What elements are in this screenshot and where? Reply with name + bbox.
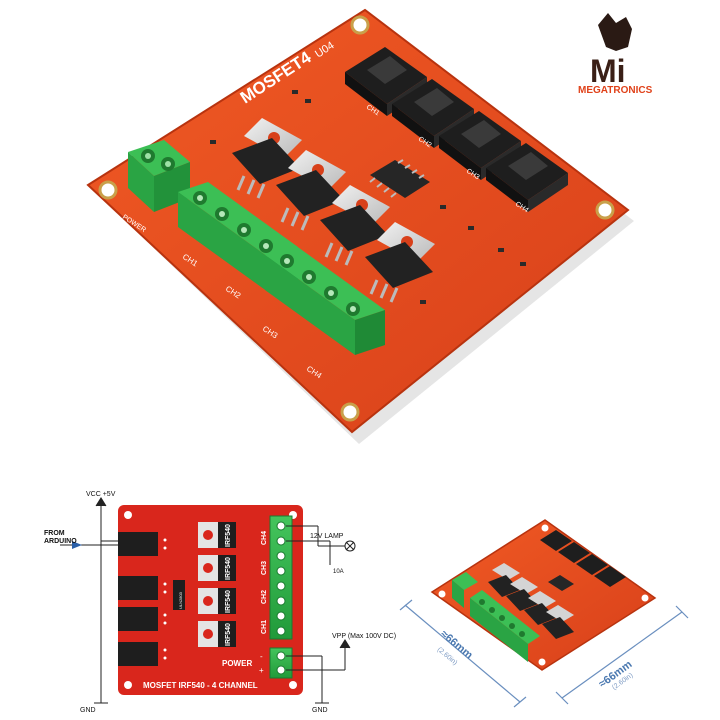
jst-headers	[345, 47, 568, 212]
diagram-gnd-left: GND	[80, 707, 96, 714]
diagram-vcc-label: VCC +5V	[86, 491, 116, 498]
dimension-lines	[399, 599, 689, 708]
diagram-from-label-1: FROM	[44, 530, 65, 537]
megatronics-logo: Mi MEGATRONICS	[578, 13, 653, 96]
diagram-pin-minus: -	[260, 652, 263, 661]
diagram-from-label-2: ARDUINO	[44, 538, 77, 545]
diagram-ch3-label: CH3	[261, 561, 268, 575]
diagram-chip	[173, 580, 185, 610]
diagram-vpp-label: VPP (Max 100V DC)	[332, 633, 396, 640]
logo-wordmark: MEGATRONICS	[578, 85, 653, 96]
diagram-gnd-right: GND	[312, 707, 328, 714]
mosfets	[232, 118, 435, 303]
diagram-ch2-label: CH2	[261, 590, 268, 604]
diagram-pin-plus: +	[259, 666, 264, 675]
smd-components	[210, 90, 526, 304]
diagram-mosfet-4: IRF540	[225, 524, 232, 547]
power-terminal	[128, 140, 190, 212]
channel-terminals	[178, 182, 385, 355]
driver-chip	[369, 159, 430, 198]
mounting-holes	[98, 15, 615, 422]
diagram-mosfets: IRF540 IRF540 IRF540 IRF540	[198, 522, 236, 647]
wiring-diagram: ULN2803 IRF540 IRF540 IRF540 IRF540	[44, 491, 396, 714]
diagram-mosfet-3: IRF540	[225, 557, 232, 580]
diagram-ch4-label: CH4	[261, 531, 268, 545]
diagram-wires	[60, 497, 356, 704]
dimension-board-photo	[430, 519, 657, 671]
logo-emblem: Mi	[590, 53, 626, 89]
diagram-power-label: POWER	[222, 659, 252, 668]
diagram-fuse-label: 10A	[333, 569, 344, 575]
main-board-photo: MOSFET4 U04	[86, 8, 634, 444]
diagram-mosfet-1: IRF540	[225, 623, 232, 646]
diagram-headers	[118, 532, 158, 666]
diagram-terminal-strip	[269, 515, 293, 679]
diagram-footer-label: MOSFET IRF540 - 4 CHANNEL	[143, 681, 258, 690]
diagram-lamp-label: 12V LAMP	[310, 533, 344, 540]
diagram-ch1-label: CH1	[261, 620, 268, 634]
diagram-mosfet-2: IRF540	[225, 590, 232, 613]
diagram-chip-label: ULN2803	[178, 591, 183, 609]
